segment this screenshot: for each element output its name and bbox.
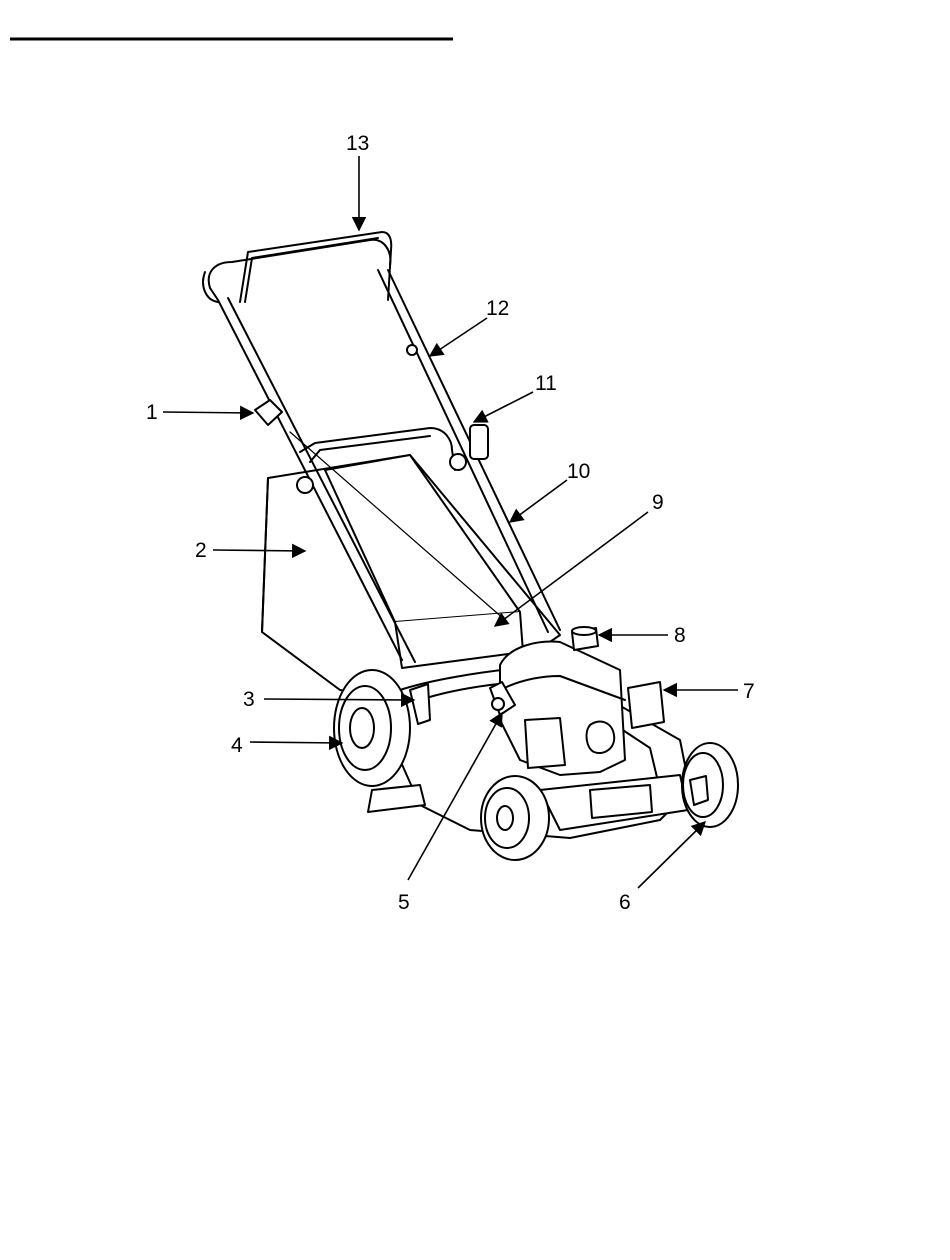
cable-clip (407, 345, 417, 355)
leader-12 (430, 318, 487, 356)
callout-8: 8 (674, 624, 686, 647)
leader-11 (474, 392, 533, 422)
leader-2 (213, 550, 305, 551)
leader-3 (264, 699, 414, 700)
callout-10: 10 (567, 460, 590, 483)
callout-1: 1 (146, 401, 158, 424)
callout-9: 9 (652, 491, 664, 514)
callout-6: 6 (619, 891, 631, 914)
cord-guide (470, 425, 488, 459)
callout-4: 4 (231, 734, 243, 757)
callout-2: 2 (195, 539, 207, 562)
handle-knob-left (297, 477, 313, 493)
handle-knob-right (450, 454, 466, 470)
callout-13: 13 (346, 132, 369, 155)
callout-12: 12 (486, 297, 509, 320)
leader-4 (250, 742, 342, 743)
leader-1 (163, 412, 253, 413)
callout-5: 5 (398, 891, 410, 914)
leader-10 (510, 480, 567, 522)
front-wheel-right (682, 743, 738, 827)
mower-illustration (203, 232, 738, 860)
front-wheel-left (481, 776, 549, 860)
callout-11: 11 (535, 372, 557, 395)
callout-3: 3 (243, 688, 255, 711)
callout-7: 7 (743, 680, 755, 703)
leader-6 (638, 822, 705, 888)
rear-wheel-left (334, 670, 410, 786)
drive-lever (255, 400, 282, 425)
